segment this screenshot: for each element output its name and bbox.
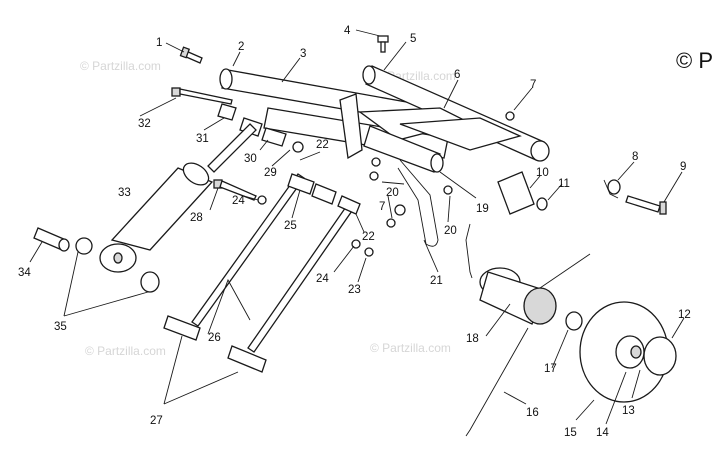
watermarks: © Partzilla.com © Partzilla.com © Partzi… [80, 59, 456, 358]
watermark: © Partzilla.com [370, 341, 451, 355]
callout-18: 18 [466, 333, 479, 345]
callout-13: 13 [622, 405, 635, 417]
callout-24a: 24 [232, 195, 245, 207]
bolt-9 [603, 179, 667, 215]
callout-31: 31 [196, 133, 209, 145]
rods-26 [163, 173, 355, 373]
leader-lines [29, 29, 685, 425]
callout-5: 5 [410, 33, 416, 45]
callout-12: 12 [678, 309, 691, 321]
shock-absorber [99, 123, 257, 273]
callout-3: 3 [300, 48, 306, 60]
callout-20b: 20 [444, 225, 457, 237]
callout-16: 16 [526, 407, 539, 419]
callout-11: 11 [558, 178, 570, 190]
shaft-19 [363, 125, 444, 173]
callout-17: 17 [544, 363, 557, 375]
callout-labels: 1 2 3 4 5 6 7 8 9 10 11 12 13 14 15 16 1… [18, 25, 691, 439]
callout-1: 1 [156, 37, 162, 49]
callout-15: 15 [564, 427, 577, 439]
copyright-mark: © P [676, 48, 713, 73]
callout-32: 32 [138, 118, 151, 130]
callout-21: 21 [430, 275, 443, 287]
bolt-32 [171, 87, 233, 105]
callout-22a: 22 [316, 139, 329, 151]
callout-24b: 24 [316, 273, 329, 285]
callout-26: 26 [208, 332, 221, 344]
callout-30: 30 [244, 153, 257, 165]
rear-spring [397, 159, 439, 247]
callout-7b: 7 [379, 201, 385, 213]
callout-29: 29 [264, 167, 277, 179]
bracket-10 [497, 171, 548, 215]
spring-wheel-18 [465, 253, 591, 437]
callout-9: 9 [680, 161, 686, 173]
callout-6: 6 [454, 69, 460, 81]
callout-8: 8 [632, 151, 638, 163]
callout-10: 10 [536, 167, 549, 179]
bushings-25 [287, 173, 361, 215]
callout-35: 35 [54, 321, 67, 333]
callout-4: 4 [344, 25, 351, 37]
bolt-4 [377, 35, 389, 53]
callout-34: 34 [18, 267, 31, 279]
callout-33: 33 [118, 187, 131, 199]
callout-27: 27 [150, 415, 163, 427]
callout-22b: 22 [362, 231, 375, 243]
idler-wheel [579, 301, 677, 403]
callout-23: 23 [348, 284, 361, 296]
bushings-34-35 [33, 227, 160, 293]
callout-2: 2 [238, 41, 244, 53]
watermark: © Partzilla.com [80, 59, 161, 73]
callout-7: 7 [530, 79, 536, 91]
callout-28: 28 [190, 212, 203, 224]
callout-20a: 20 [386, 187, 399, 199]
callout-25: 25 [284, 220, 297, 232]
callout-14: 14 [596, 427, 609, 439]
bracket-plate [339, 93, 522, 160]
watermark: © Partzilla.com [85, 344, 166, 358]
callout-19: 19 [476, 203, 489, 215]
bolt-1 [179, 46, 203, 64]
